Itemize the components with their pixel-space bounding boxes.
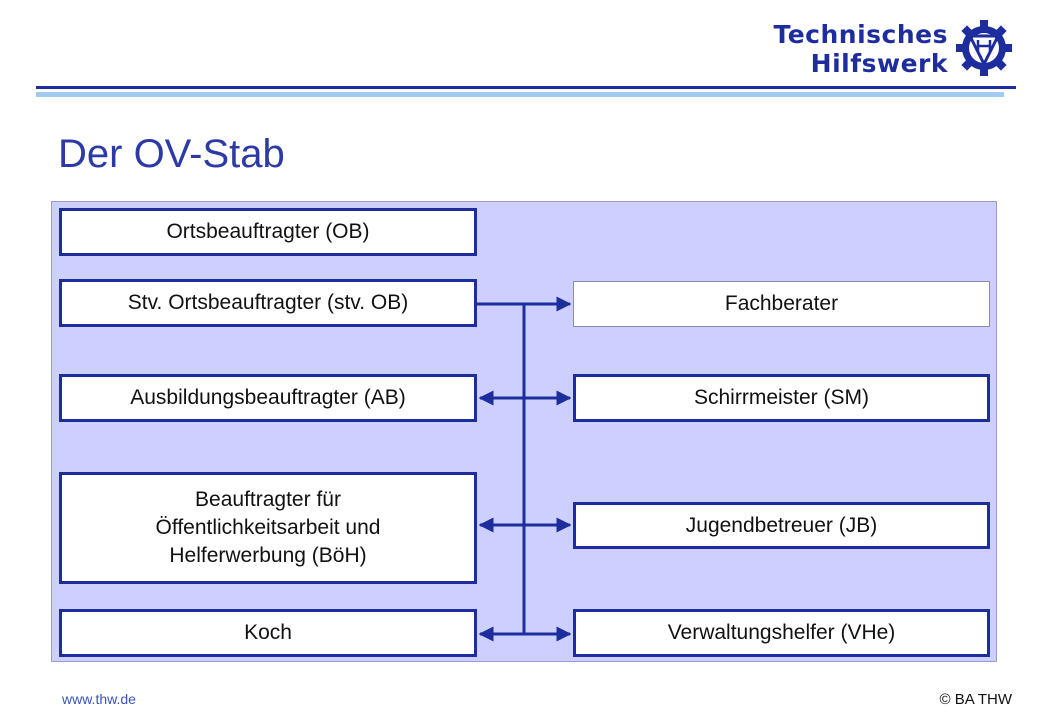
- footer-copyright: © BA THW: [939, 691, 1012, 708]
- thw-logo: Technisches Hilfswerk: [760, 14, 1022, 84]
- header-rule-light: [36, 92, 1004, 97]
- org-chart-panel: [51, 201, 997, 662]
- page-title: Der OV-Stab: [58, 132, 285, 176]
- thw-gear-emblem-icon: [956, 20, 1012, 76]
- box-boeh: Beauftragter für Öffentlichkeitsarbeit u…: [59, 472, 477, 584]
- box-koch: Koch: [59, 609, 477, 657]
- logo-line-hilfswerk: Hilfswerk: [810, 49, 948, 78]
- box-ortsbeauftragter: Ortsbeauftragter (OB): [59, 208, 477, 256]
- box-jugendbetreuer: Jugendbetreuer (JB): [573, 502, 990, 549]
- box-fachberater: Fachberater: [573, 281, 990, 327]
- box-boeh-line1: Beauftragter für: [195, 488, 341, 511]
- box-schirrmeister: Schirrmeister (SM): [573, 374, 990, 422]
- logo-text: Technisches Hilfswerk: [773, 20, 948, 78]
- box-ausbildungsbeauftragter: Ausbildungsbeauftragter (AB): [59, 374, 477, 422]
- footer-url-link[interactable]: www.thw.de: [62, 691, 136, 707]
- box-verwaltungshelfer: Verwaltungshelfer (VHe): [573, 609, 990, 657]
- box-stv-ortsbeauftragter: Stv. Ortsbeauftragter (stv. OB): [59, 279, 477, 327]
- box-boeh-line3: Helferwerbung (BöH): [169, 544, 367, 567]
- logo-line-technisches: Technisches: [773, 20, 948, 49]
- box-boeh-line2: Öffentlichkeitsarbeit und: [155, 516, 381, 539]
- header-rule-dark: [36, 86, 1016, 89]
